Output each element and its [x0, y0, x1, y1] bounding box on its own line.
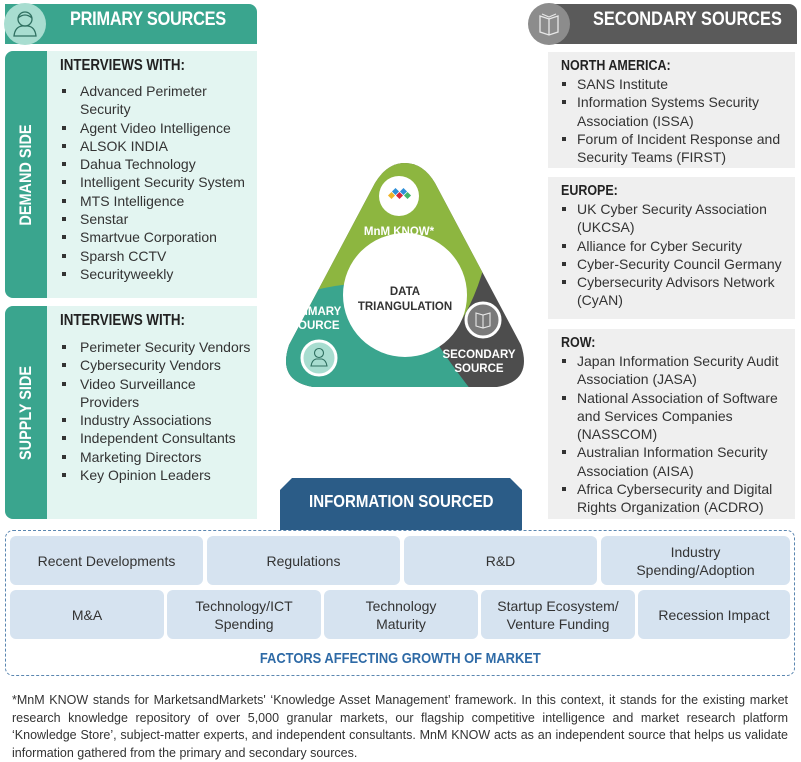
secondary-source-label-line1: SECONDARY: [442, 349, 515, 361]
supply-side-label: SUPPLY SIDE: [16, 365, 35, 460]
person-icon: [13, 11, 37, 37]
north-america-list: SANS Institute Information Systems Secur…: [561, 75, 791, 166]
factors-box: Recent Developments Regulations R&D Indu…: [5, 530, 795, 676]
primary-source-label-line2: SOURCE: [290, 320, 340, 332]
secondary-source-label-line2: SOURCE: [454, 363, 504, 375]
list-item: Industry Associations: [60, 411, 251, 429]
information-sourced-title: INFORMATION SOURCED: [280, 491, 522, 512]
list-item: Agent Video Intelligence: [60, 119, 251, 137]
factor-technology-maturity: Technology Maturity: [324, 590, 478, 639]
primary-sources-header: [5, 4, 257, 44]
factor-m-and-a: M&A: [10, 590, 164, 639]
list-item: Marketing Directors: [60, 448, 251, 466]
list-item: Key Opinion Leaders: [60, 466, 251, 484]
book-icon: [475, 312, 491, 329]
list-item: Forum of Incident Response and Security …: [561, 130, 791, 167]
supply-side-list: Perimeter Security Vendors Cybersecurity…: [60, 338, 251, 484]
list-item: Sparsh CCTV: [60, 247, 251, 265]
book-icon: [539, 13, 559, 36]
factor-recent-developments: Recent Developments: [10, 536, 203, 585]
demand-side-bar: DEMAND SIDE: [5, 51, 47, 298]
europe-heading: EUROPE:: [561, 183, 618, 199]
list-item: Smartvue Corporation: [60, 228, 251, 246]
demand-side-label: DEMAND SIDE: [16, 123, 35, 226]
center-circle: [343, 233, 467, 357]
list-item: Cyber-Security Council Germany: [561, 255, 791, 273]
mnm-logo-icon: [387, 187, 412, 200]
list-item: Information Systems Security Association…: [561, 93, 791, 130]
data-triangulation-diagram: DATA TRIANGULATION MnM KNOW* PRIMARY SOU…: [286, 163, 524, 387]
secondary-sources-title: SECONDARY SOURCES: [593, 9, 782, 30]
primary-source-label-line1: PRIMARY: [289, 306, 342, 318]
rest-of-world-panel: ROW: Japan Information Security Audit As…: [548, 329, 795, 519]
demand-side-list: Advanced Perimeter Security Agent Video …: [60, 82, 251, 283]
factor-recession-impact: Recession Impact: [638, 590, 790, 639]
list-item: Dahua Technology: [60, 155, 251, 173]
primary-sources-icon-circle: [4, 3, 46, 45]
list-item: Japan Information Security Audit Associa…: [561, 352, 791, 389]
rest-of-world-heading: ROW:: [561, 335, 596, 351]
information-sourced-title-text: INFORMATION SOURCED: [308, 491, 494, 511]
supply-side-bar: SUPPLY SIDE: [5, 306, 47, 519]
rest-of-world-list: Japan Information Security Audit Associa…: [561, 352, 791, 517]
center-label-line1: DATA: [390, 286, 420, 298]
list-item: Cybersecurity Vendors: [60, 356, 251, 374]
demand-side-panel: DEMAND SIDE INTERVIEWS WITH: Advanced Pe…: [5, 51, 257, 298]
list-item: Senstar: [60, 210, 251, 228]
secondary-sources-icon-circle: [528, 3, 570, 45]
list-item: Perimeter Security Vendors: [60, 338, 251, 356]
list-item: National Association of Software and Ser…: [561, 389, 791, 444]
list-item: Video Surveillance Providers: [60, 375, 251, 412]
factor-industry-spending: Industry Spending/Adoption: [601, 536, 790, 585]
factor-r-and-d: R&D: [404, 536, 597, 585]
list-item: ALSOK INDIA: [60, 137, 251, 155]
list-item: Cybersecurity Advisors Network (CyAN): [561, 273, 791, 310]
north-america-panel: NORTH AMERICA: SANS Institute Informatio…: [548, 52, 795, 168]
list-item: UK Cyber Security Association (UKCSA): [561, 200, 791, 237]
person-icon: [310, 347, 328, 367]
factor-regulations: Regulations: [207, 536, 400, 585]
supply-side-panel: SUPPLY SIDE INTERVIEWS WITH: Perimeter S…: [5, 306, 257, 519]
supply-side-heading: INTERVIEWS WITH:: [60, 312, 185, 329]
footnote: *MnM KNOW stands for MarketsandMarkets' …: [12, 693, 788, 760]
list-item: Independent Consultants: [60, 429, 251, 447]
factor-startup-ecosystem: Startup Ecosystem/ Venture Funding: [481, 590, 635, 639]
list-item: Africa Cybersecurity and Digital Rights …: [561, 480, 791, 517]
information-sourced-tab: [280, 478, 522, 530]
factors-title-text: FACTORS AFFECTING GROWTH OF MARKET: [259, 650, 541, 667]
list-item: Alliance for Cyber Security: [561, 237, 791, 255]
mnm-know-label: MnM KNOW*: [364, 226, 435, 238]
primary-sources-title: PRIMARY SOURCES: [70, 9, 226, 30]
list-item: SANS Institute: [561, 75, 791, 93]
europe-panel: EUROPE: UK Cyber Security Association (U…: [548, 177, 795, 319]
center-label-line2: TRIANGULATION: [358, 301, 452, 313]
europe-list: UK Cyber Security Association (UKCSA) Al…: [561, 200, 791, 310]
list-item: Securityweekly: [60, 265, 251, 283]
north-america-heading: NORTH AMERICA:: [561, 58, 671, 74]
list-item: MTS Intelligence: [60, 192, 251, 210]
list-item: Advanced Perimeter Security: [60, 82, 251, 119]
secondary-sources-header: [545, 4, 797, 44]
list-item: Intelligent Security System: [60, 173, 251, 191]
demand-side-heading: INTERVIEWS WITH:: [60, 57, 185, 74]
factors-affecting-growth-title: FACTORS AFFECTING GROWTH OF MARKET: [5, 650, 795, 667]
list-item: Australian Information Security Associat…: [561, 443, 791, 480]
factor-technology-ict-spending: Technology/ICT Spending: [167, 590, 321, 639]
